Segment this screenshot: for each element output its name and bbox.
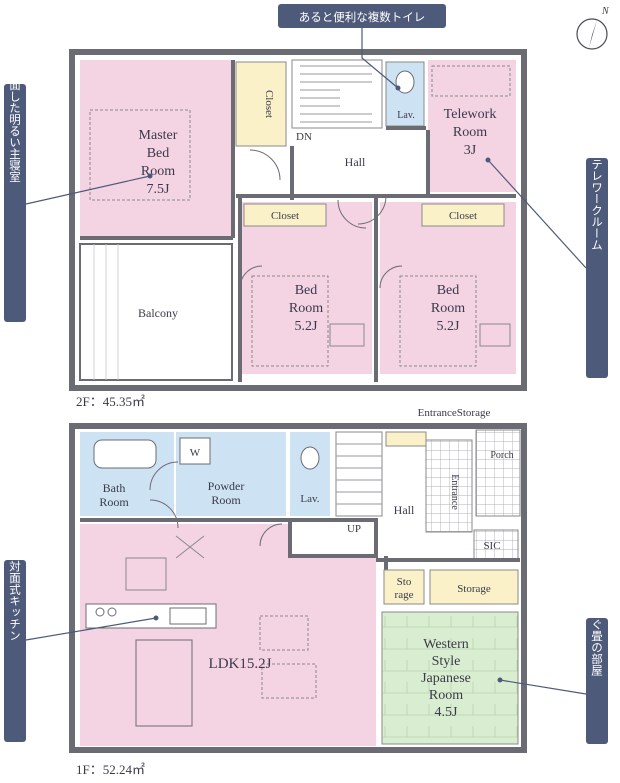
lower-toilet [290, 432, 330, 516]
bedroom-b [380, 202, 516, 374]
lav-upper-label: Lav. [397, 110, 414, 121]
callout-master: バルコニーに面した明るい主寝室 [8, 10, 22, 183]
closet-a-label: Closet [271, 210, 299, 222]
callout-toilets: あると便利な複数トイレ [299, 10, 426, 24]
storage-small-label-1: Sto [397, 576, 412, 588]
bed-b-label-1: Bed [437, 283, 460, 298]
bed-b-label-2: Room [431, 301, 465, 316]
stove-icon [95, 607, 105, 617]
japanese-room [381, 611, 519, 745]
floor2-labels: Master Bed Room 7.5J Closet DN Lav. Tele… [76, 90, 496, 409]
toilet-icon-1f [300, 446, 320, 470]
bed-b-label-3: 5.2J [437, 319, 461, 334]
compass-icon [576, 18, 608, 50]
master-label-2: Bed [147, 146, 170, 161]
storage-small [383, 569, 425, 605]
toilet-icon [395, 70, 415, 94]
entrance-storage-label: EntranceStorage [418, 407, 491, 419]
dining-table [135, 639, 193, 727]
porch-label: Porch [490, 450, 513, 461]
callout-kitchen: 会話が弾む対面式キッチン [8, 503, 22, 641]
western-label-2: Style [432, 654, 461, 669]
entrance-storage [385, 431, 427, 447]
western-label-1: Western [423, 637, 469, 652]
sink-icon [169, 607, 207, 625]
master-closet [235, 61, 287, 147]
bath-label-1: Bath [103, 481, 126, 495]
telework-label-2: Room [453, 125, 487, 140]
sic-label: SIC [483, 540, 500, 552]
western-label-5: 4.5J [435, 705, 459, 720]
western-label-4: Room [429, 688, 463, 703]
powder-label-1: Powder [208, 479, 245, 493]
callouts: あると便利な複数トイレ バルコニーに面した明るい主寝室 あると便利なテレワークル… [4, 4, 608, 744]
telework-label-3: 3J [464, 143, 477, 158]
compass: N [576, 6, 610, 50]
hall-1f-label: Hall [394, 503, 415, 517]
sofa [259, 615, 309, 651]
lav-label: Lav. [300, 493, 319, 505]
stairs-2f [291, 59, 383, 129]
callout-master-box [4, 84, 26, 322]
callout-telework-box [586, 158, 608, 378]
telework-label-1: Telework [444, 107, 497, 122]
washer-icon [179, 437, 211, 465]
bathtub-icon [93, 439, 157, 469]
bath-label-2: Room [99, 495, 129, 509]
entrance-label: Entrance [449, 474, 460, 510]
closet-master-label: Closet [263, 90, 275, 118]
bedroom-a [240, 202, 372, 374]
telework-room [428, 60, 516, 192]
callout-telework: あると便利なテレワークルーム [590, 90, 604, 251]
bed-a-label-3: 5.2J [295, 319, 319, 334]
porch [475, 429, 521, 517]
master-label-1: Master [139, 128, 178, 143]
bed-a-label-2: Room [289, 301, 323, 316]
storage-small-label-2: rage [395, 589, 414, 601]
bed-a-label-1: Bed [295, 283, 318, 298]
storage-label: Storage [457, 583, 491, 595]
closet-a [243, 203, 327, 227]
dn-label: DN [296, 131, 312, 143]
callout-toilets-box [278, 4, 446, 28]
hall-2f-label: Hall [345, 155, 366, 169]
w-mark: W [190, 447, 201, 459]
floor1-labels: EntranceStorage Bath Room W Powder Room … [76, 407, 514, 777]
balcony [79, 243, 233, 381]
closet-b [421, 203, 505, 227]
floor1-area: 1F：52.24㎡ [76, 762, 145, 777]
master-bedroom [80, 60, 233, 238]
first-floor [69, 423, 527, 753]
up-label: UP [347, 523, 361, 535]
floor2-area: 2F：45.35㎡ [76, 394, 145, 409]
callout-tatami: 心安らぐ畳の部屋 [590, 584, 604, 677]
callout-kitchen-box [4, 560, 26, 742]
ldk-label: LDK15.2J [209, 656, 272, 672]
balcony-label: Balcony [138, 306, 178, 320]
compass-north: N [601, 6, 610, 17]
fridge [125, 557, 167, 591]
ldk [80, 524, 376, 746]
powder-label-2: Room [211, 493, 241, 507]
master-label-4: 7.5J [147, 182, 171, 197]
callout-tatami-box [586, 618, 608, 744]
second-floor [69, 49, 527, 391]
entrance [425, 439, 473, 533]
storage [429, 569, 519, 605]
stairs-1f [335, 431, 383, 517]
closet-b-label: Closet [449, 210, 477, 222]
western-label-3: Japanese [421, 671, 471, 686]
